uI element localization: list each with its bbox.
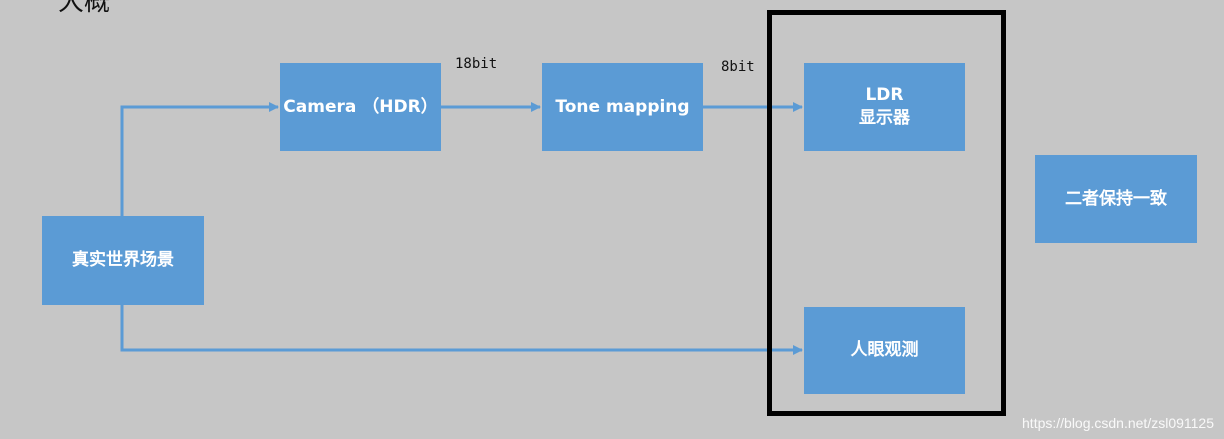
edge-label-8bit: 8bit: [721, 59, 755, 75]
node-consistency-label: 二者保持一致: [1065, 188, 1167, 209]
node-real-scene-label: 真实世界场景: [72, 250, 174, 271]
header-fragment: 大概: [58, 0, 111, 17]
arrow-scene-to-camera: [120, 102, 279, 216]
node-camera: Camera （HDR）: [280, 63, 441, 151]
arrow-scene-to-human-eye: [120, 305, 803, 355]
node-tone-mapping: Tone mapping: [542, 63, 703, 151]
node-consistency: 二者保持一致: [1035, 155, 1197, 243]
comparison-frame: [767, 10, 1006, 416]
node-human-eye-label: 人眼观测: [850, 340, 919, 361]
edge-label-18bit: 18bit: [455, 56, 498, 72]
watermark: https://blog.csdn.net/zsl091125: [1022, 415, 1214, 431]
node-ldr-label-line2: 显示器: [859, 108, 910, 128]
node-tone-mapping-label: Tone mapping: [555, 96, 690, 117]
node-human-eye: 人眼观测: [804, 307, 965, 394]
node-ldr-display: LDR 显示器: [804, 63, 965, 151]
node-real-scene: 真实世界场景: [42, 216, 204, 305]
node-ldr-label-line1: LDR: [865, 85, 904, 106]
node-camera-label: Camera （HDR）: [283, 96, 438, 117]
